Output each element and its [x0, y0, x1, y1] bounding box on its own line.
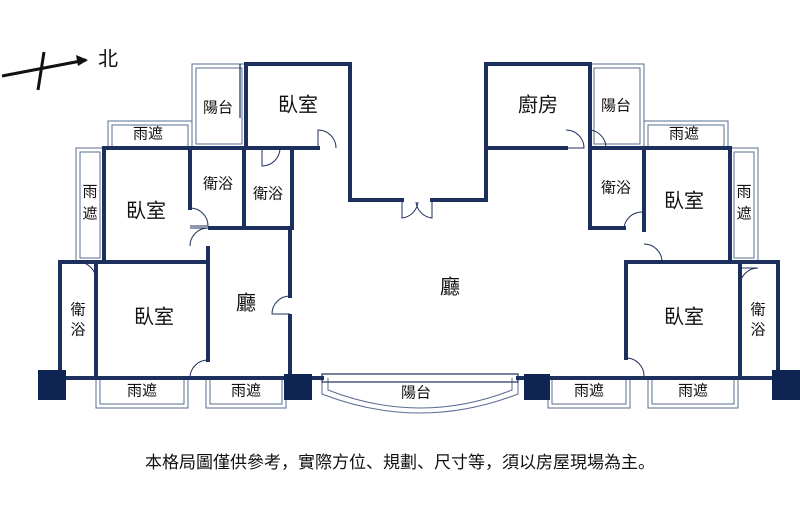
wall-corridor-right	[430, 146, 488, 202]
label-kitchen: 廚房	[518, 93, 558, 117]
door-bedroom-mid-left	[189, 227, 209, 247]
door-bedroom-bottom-right	[625, 357, 645, 377]
pillar-4	[772, 370, 800, 400]
label-awning-left-side-1: 雨	[82, 183, 97, 201]
door-bedroom-bottom-left	[189, 359, 209, 379]
label-bath-mid-left-a: 衛浴	[203, 175, 233, 193]
room-labels: 陽台 臥室 廚房 陽台 雨遮 雨遮 雨 遮 臥室 衛浴 衛浴 衛浴 臥室 雨 遮…	[70, 93, 765, 402]
exterior-outlines	[75, 63, 759, 414]
disclaimer-text: 本格局圖僅供參考，實際方位、規劃、尺寸等，須以房屋現場為主。	[145, 453, 655, 473]
label-bath-bottom-left-1: 衛	[70, 301, 85, 319]
door-bedroom-mid-right	[643, 243, 663, 263]
label-awning-bottom-4: 雨遮	[678, 382, 708, 400]
label-awning-upper-left: 雨遮	[133, 125, 163, 143]
door-kitchen	[565, 129, 585, 149]
awning-left-side-inner	[79, 151, 101, 259]
label-balcony-top-left: 陽台	[203, 99, 233, 117]
label-awning-right-side-2: 遮	[736, 205, 751, 223]
label-awning-right-side-1: 雨	[736, 183, 751, 201]
label-balcony-top-right: 陽台	[601, 97, 631, 115]
compass-label: 北	[98, 47, 118, 71]
awning-right-side-inner	[733, 151, 755, 259]
label-awning-bottom-1: 雨遮	[127, 382, 157, 400]
floor-plan: 北	[1, 47, 800, 414]
wall-corridor-left	[348, 146, 404, 202]
label-bedroom-mid-right: 臥室	[664, 189, 704, 213]
label-bedroom-mid-left: 臥室	[126, 199, 166, 223]
label-bedroom-top: 臥室	[278, 93, 318, 117]
label-awning-bottom-2: 雨遮	[231, 382, 261, 400]
balcony-top-left-inner	[195, 67, 243, 145]
door-bedroom-top	[317, 129, 337, 149]
label-awning-left-side-2: 遮	[82, 205, 97, 223]
balcony-top-right-inner	[593, 67, 641, 145]
walls	[58, 62, 780, 380]
label-bedroom-bottom-left: 臥室	[134, 305, 174, 329]
door-bath-a	[189, 207, 209, 227]
label-bath-bottom-left-2: 浴	[70, 321, 85, 339]
compass-arrow	[1, 58, 87, 78]
label-bath-mid-right: 衛浴	[601, 179, 631, 197]
label-bath-bottom-right-1: 衛	[750, 301, 765, 319]
door-balcony-right	[589, 129, 607, 149]
doors	[77, 64, 759, 379]
compass: 北	[1, 47, 118, 91]
balcony-bottom-curve-inner	[327, 378, 513, 409]
window-bottom-balcony	[321, 373, 519, 383]
balcony-bottom-curve	[321, 378, 519, 414]
label-bedroom-bottom-right: 臥室	[664, 305, 704, 329]
door-living-left	[271, 295, 291, 315]
pillar-1	[38, 370, 66, 400]
door-bath-bottom-right	[739, 267, 759, 287]
pillar-2	[284, 374, 312, 400]
compass-crossbar	[36, 51, 46, 91]
door-bath-b	[261, 147, 281, 167]
wall-right-outer	[728, 146, 780, 380]
wall-kitchen	[484, 62, 592, 150]
label-living-left: 廳	[236, 291, 256, 315]
label-bath-bottom-right-2: 浴	[750, 321, 765, 339]
label-awning-bottom-3: 雨遮	[574, 382, 604, 400]
label-bath-mid-left-b: 衛浴	[253, 185, 283, 203]
door-entry-right	[415, 200, 433, 219]
door-bath-r	[623, 211, 643, 229]
pillar-3	[524, 374, 550, 400]
label-living-main: 廳	[440, 275, 460, 299]
label-balcony-bottom: 陽台	[401, 384, 431, 402]
compass-arrowhead-icon	[76, 55, 88, 66]
door-bath-bottom-left	[77, 261, 97, 281]
label-awning-upper-right: 雨遮	[669, 125, 699, 143]
windows	[321, 373, 519, 383]
pillars	[38, 370, 800, 400]
wall-bedroom-top	[244, 62, 352, 150]
door-entry-left	[401, 200, 419, 219]
